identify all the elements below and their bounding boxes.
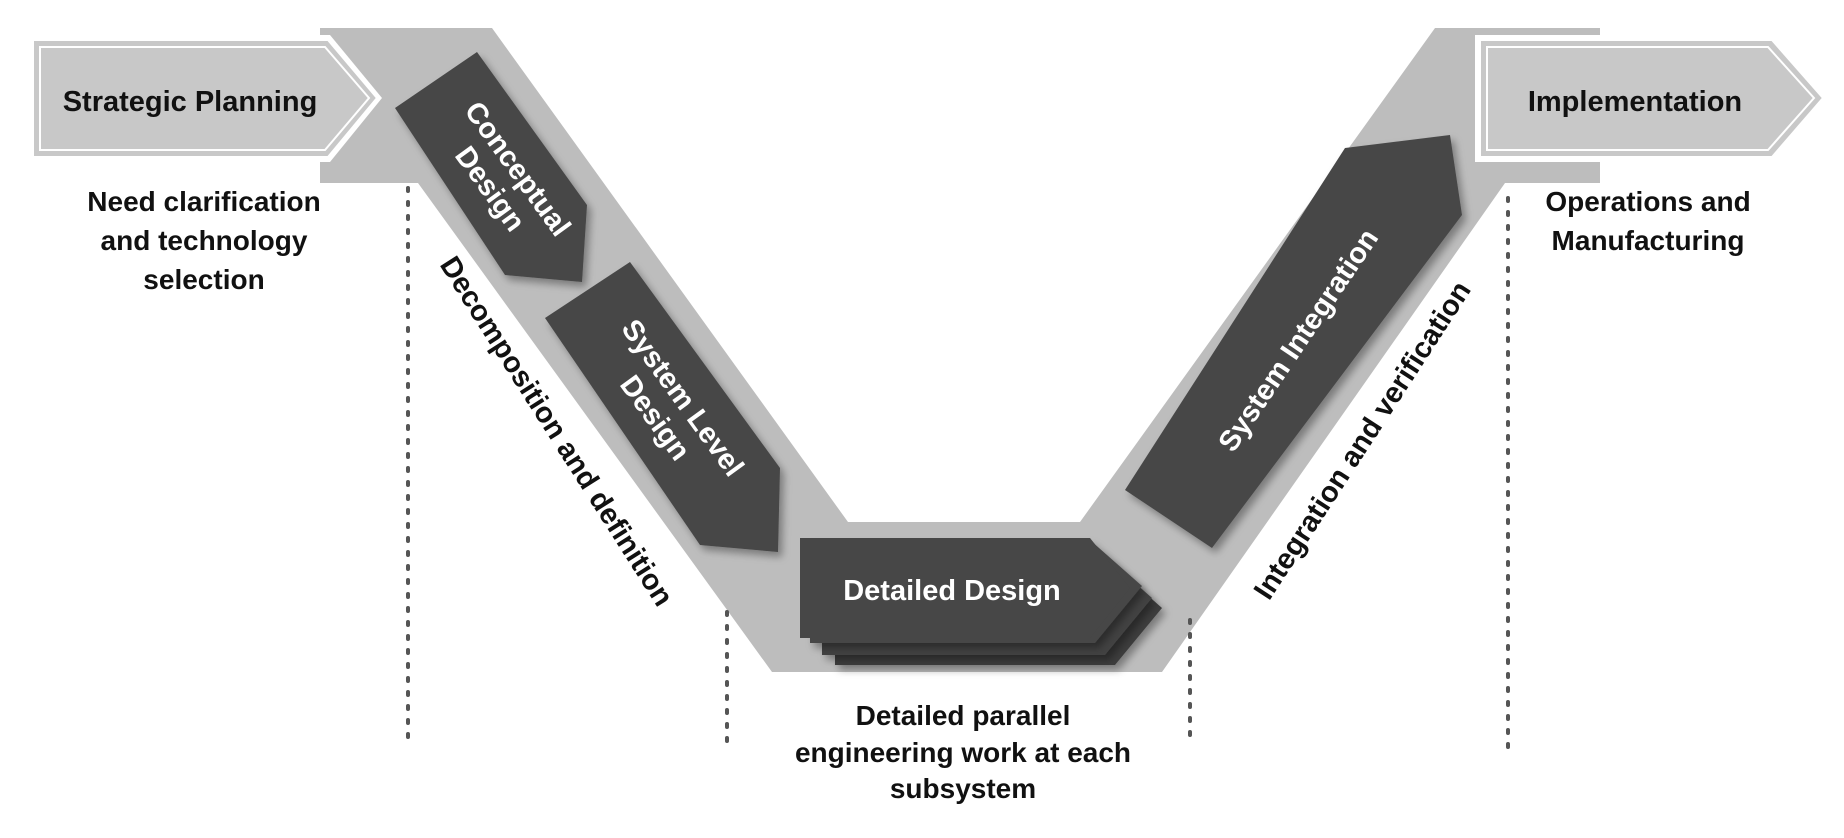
strategic-planning-arrow: Strategic Planning [28,35,382,162]
bottom-note-line-1: Detailed parallel [856,700,1071,731]
implementation-note-line-2: Manufacturing [1552,225,1745,256]
bottom-note: Detailed parallel engineering work at ea… [795,700,1131,804]
system-level-design-arrow: System Level Design [545,262,780,552]
dotted-guides [406,186,1510,750]
bottom-note-line-3: subsystem [890,773,1036,804]
implementation-label: Implementation [1528,86,1742,118]
strategic-note-line-3: selection [143,264,264,295]
strategic-note-line-1: Need clarification [87,186,320,217]
detailed-design-arrow: Detailed Design [800,538,1162,665]
implementation-arrow: Implementation [1475,35,1828,162]
strategic-planning-label: Strategic Planning [63,86,318,118]
implementation-note: Operations and Manufacturing [1545,186,1750,256]
strategic-note-line-2: and technology [101,225,308,256]
bottom-note-line-2: engineering work at each [795,737,1131,768]
implementation-note-line-1: Operations and [1545,186,1750,217]
conceptual-design-arrow: Conceptual Design [395,52,587,282]
detailed-design-label: Detailed Design [843,575,1061,607]
strategic-note: Need clarification and technology select… [87,186,320,295]
